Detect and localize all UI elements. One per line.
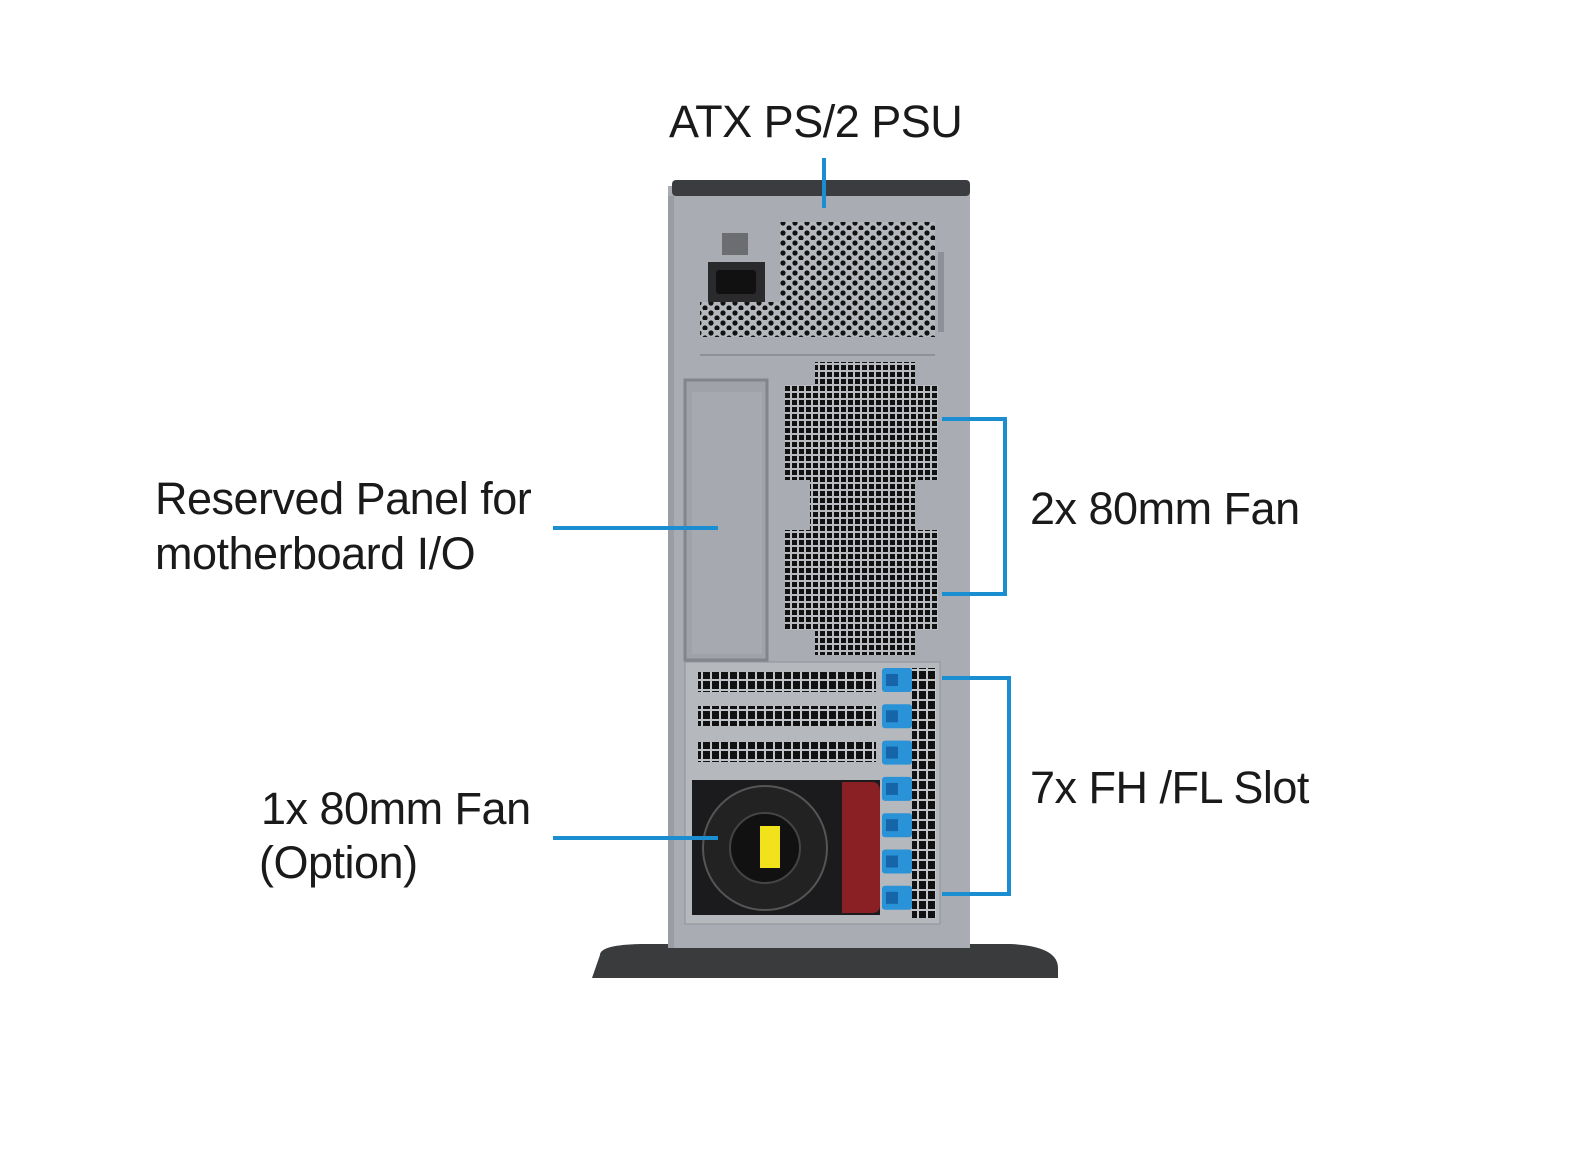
fans-2x-label: 2x 80mm Fan (1030, 483, 1300, 534)
fan-1x-label-line1: 1x 80mm Fan (261, 783, 531, 834)
fan-grille (785, 362, 938, 655)
slot-latch-detail (886, 782, 898, 795)
reserved-panel-label-line2: motherboard I/O (155, 528, 476, 579)
slot-vent (698, 672, 876, 692)
slot-latch-detail (886, 891, 898, 904)
slot-latch-detail (886, 855, 898, 868)
slot-latch-detail (886, 746, 898, 759)
slot-latch-detail (886, 819, 898, 832)
reserved-panel-label-line1: Reserved Panel for (155, 473, 532, 524)
callout-lines (553, 158, 1011, 896)
slot-latches (882, 668, 912, 910)
slot-vent (698, 706, 876, 726)
fan-handle (842, 782, 880, 913)
slots-label: 7x FH /FL Slot (1030, 762, 1309, 813)
slot-latch-detail (886, 674, 898, 686)
warning-label (760, 826, 780, 868)
slot-vent (698, 742, 876, 762)
slot-latch-detail (886, 710, 898, 723)
power-switch (722, 233, 748, 255)
chassis-stand (592, 944, 1058, 978)
slot-side-vent (912, 668, 936, 918)
slots-callout-bracket (942, 676, 1011, 896)
fans-2x-callout-bracket (942, 417, 1007, 596)
chassis-top-strip (672, 180, 970, 196)
psu-label: ATX PS/2 PSU (669, 96, 963, 147)
fan-1x-label-line2: (Option) (259, 837, 418, 888)
